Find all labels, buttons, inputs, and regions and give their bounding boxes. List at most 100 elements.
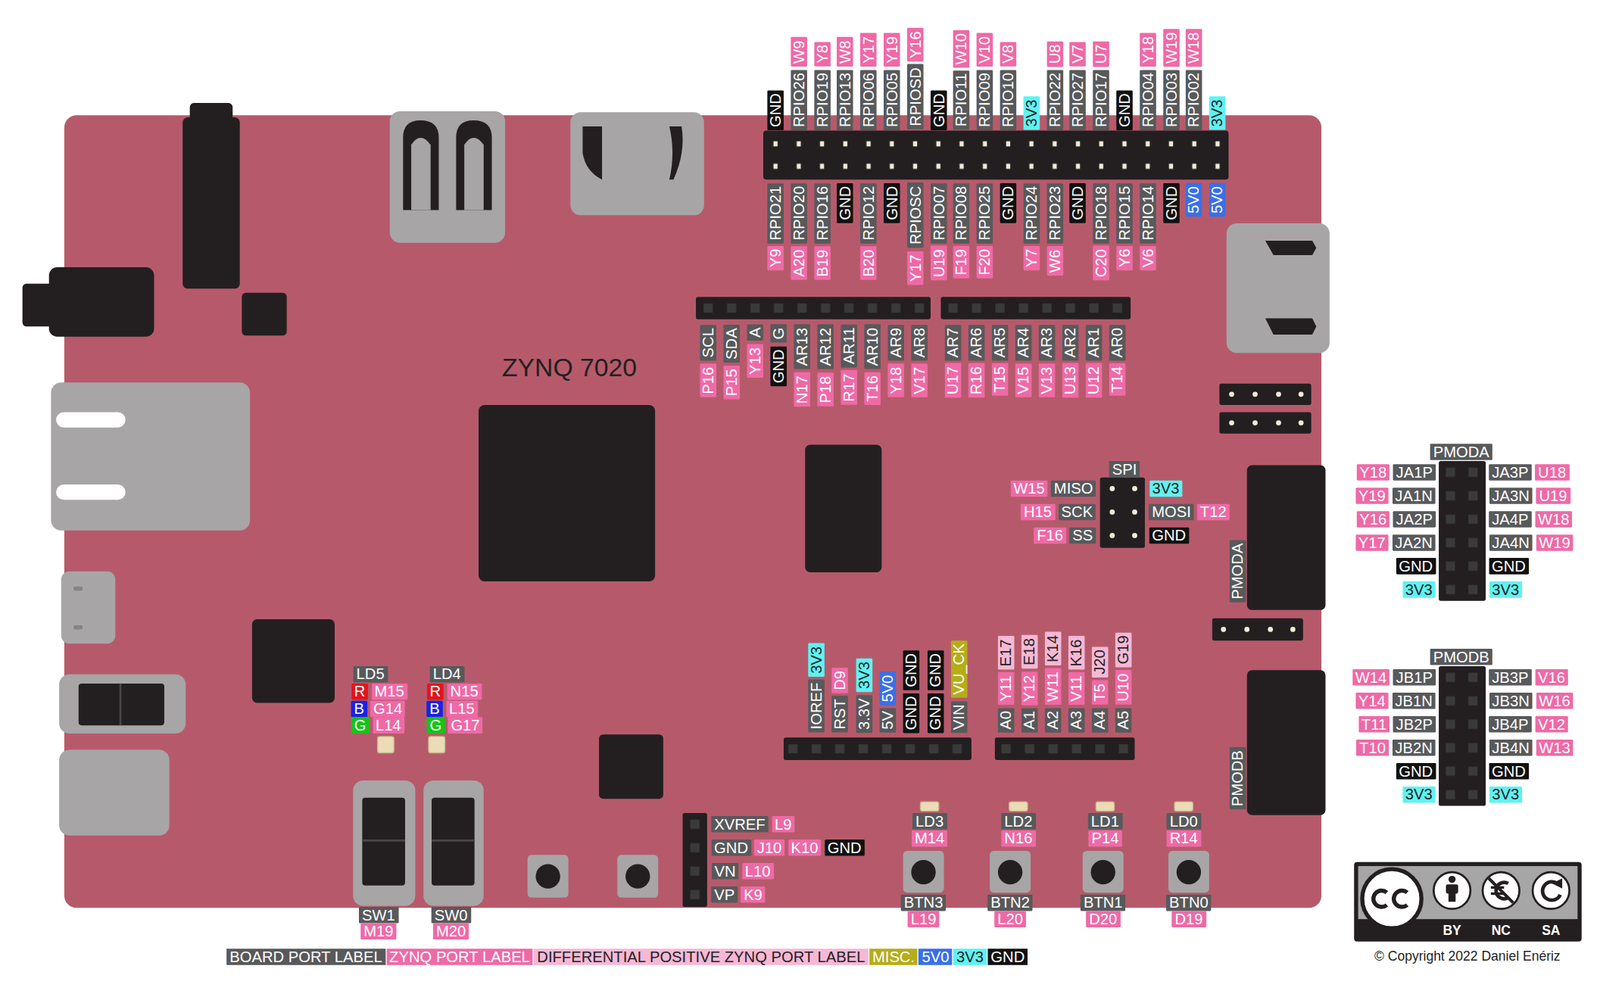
pin-header xyxy=(994,737,1136,761)
legend-swatch: MISC. xyxy=(869,948,918,966)
zynq-port-label: W14 xyxy=(1352,669,1391,687)
zynq-port-label: T16 xyxy=(863,372,881,406)
usb-host-port xyxy=(455,120,492,211)
differential-port-label: E17 xyxy=(998,636,1015,670)
led xyxy=(377,736,395,754)
board-port-label: AR5 xyxy=(991,324,1009,360)
board-port-label: LD1 xyxy=(1088,813,1123,830)
gnd-label: GND xyxy=(770,346,787,387)
board-port-label: A4 xyxy=(1091,707,1109,733)
legend-swatch: 3V3 xyxy=(953,948,987,966)
led-color-label: B xyxy=(351,700,369,718)
license-label: NC xyxy=(1491,923,1511,939)
misc-label: VU_CK xyxy=(951,640,968,699)
gnd-label: GND xyxy=(926,692,944,733)
power-3v3-label: 3V3 xyxy=(1402,581,1436,599)
zynq-port-label: F19 xyxy=(953,246,970,279)
license-label: BY xyxy=(1442,923,1461,939)
zynq-port-label: L9 xyxy=(771,816,796,833)
power-switch xyxy=(59,674,186,836)
zynq-port-label: L14 xyxy=(372,717,405,734)
zynq-port-label: N17 xyxy=(793,372,811,407)
cc-license-badge xyxy=(1482,872,1520,910)
board-port-label: AR3 xyxy=(1038,324,1056,360)
gnd-label: GND xyxy=(767,89,784,130)
zynq-port-label: Y9 xyxy=(767,246,784,272)
zynq-port-label: W16 xyxy=(1535,692,1574,710)
pin-header xyxy=(1219,411,1311,434)
push-button xyxy=(527,854,569,899)
board-port-label: RPIO02 xyxy=(1185,68,1203,130)
zynq-port-label: Y13 xyxy=(746,343,764,378)
push-button xyxy=(989,851,1031,893)
led-color-label: B xyxy=(426,700,443,718)
zynq-port-label: K10 xyxy=(788,839,822,857)
board-port-label: BTN2 xyxy=(987,895,1033,912)
cc-license-badge xyxy=(1373,890,1388,908)
zynq-port-label: Y18 xyxy=(1356,464,1390,481)
zynq-port-label: D20 xyxy=(1085,910,1120,928)
pin-header xyxy=(1438,461,1486,602)
zynq-port-label: L10 xyxy=(742,863,774,880)
zynq-port-label: L19 xyxy=(907,910,940,928)
board-port-label: RPIO07 xyxy=(929,182,947,244)
pin-header xyxy=(683,130,1487,908)
zynq-port-label: Y6 xyxy=(1116,246,1133,272)
board-port-label: RPIO25 xyxy=(976,182,994,244)
ethernet-port xyxy=(56,411,126,428)
board-port-label: SS xyxy=(1069,527,1096,545)
cc-license-badge xyxy=(1532,872,1570,910)
zynq-port-label: U17 xyxy=(945,363,962,398)
pin-header xyxy=(994,737,1136,761)
pmod-connector xyxy=(1247,464,1326,610)
zynq-port-label: N16 xyxy=(1001,830,1036,848)
board-port-label: RPIO08 xyxy=(953,182,970,244)
board-port-label: BTN1 xyxy=(1080,895,1126,912)
board-port-label: IOREF xyxy=(807,679,825,733)
cc-license-badge xyxy=(1353,862,1582,942)
board-port-label: A2 xyxy=(1044,707,1062,733)
board-port-label: VP xyxy=(711,886,738,904)
differential-port-label: K16 xyxy=(1068,636,1086,670)
power-5v0-label: 5V0 xyxy=(1185,182,1203,216)
zynq-port-label: R14 xyxy=(1166,830,1201,848)
push-button xyxy=(1082,851,1124,893)
push-button xyxy=(527,851,1210,899)
cc-license-badge xyxy=(1353,862,1582,942)
power-5v0-label: 5V0 xyxy=(1209,182,1226,216)
zynq-port-label: Y17 xyxy=(1355,534,1389,552)
gnd-label: GND xyxy=(824,839,865,857)
power-switch xyxy=(78,683,165,726)
board-port-label: RPIO23 xyxy=(1046,182,1064,244)
gnd-label: GND xyxy=(1000,182,1017,223)
usb-host-port xyxy=(411,137,431,211)
pin-header xyxy=(783,737,972,761)
power-3v3-label: 3V3 xyxy=(1023,96,1040,130)
zynq-port-label: Y7 xyxy=(1023,246,1040,272)
usb-host-port xyxy=(402,120,439,211)
usb-host-port xyxy=(389,111,506,244)
hdmi-port xyxy=(582,126,602,180)
gnd-label: GND xyxy=(883,182,901,223)
power-3v3-label: 3V3 xyxy=(1488,786,1523,804)
pin-header xyxy=(1132,533,1138,539)
ethernet-port xyxy=(56,484,126,500)
pmod-connector xyxy=(1247,670,1326,815)
pin-header xyxy=(940,296,1131,320)
zynq-port-label: B19 xyxy=(814,246,831,280)
cc-license-badge xyxy=(1446,884,1459,894)
board-port-label: 3.3V xyxy=(855,695,873,733)
board-port-label: JA3N xyxy=(1488,487,1533,505)
zynq-port-label: C20 xyxy=(1093,246,1111,281)
zynq-port-label: L20 xyxy=(994,910,1027,928)
board-port-label: RPIOSC xyxy=(907,183,924,249)
board-port-label: RPIO19 xyxy=(814,68,831,130)
board-port-label: LD2 xyxy=(1001,813,1036,830)
board-port-label: SCL xyxy=(699,324,717,360)
board-port-label: A xyxy=(746,324,764,342)
zynq-port-label: M20 xyxy=(433,923,469,941)
ic-chip xyxy=(478,405,655,582)
zynq-port-label: W15 xyxy=(1010,480,1048,498)
zynq-port-label: U19 xyxy=(1535,487,1570,505)
zynq-port-label: J10 xyxy=(754,839,786,857)
